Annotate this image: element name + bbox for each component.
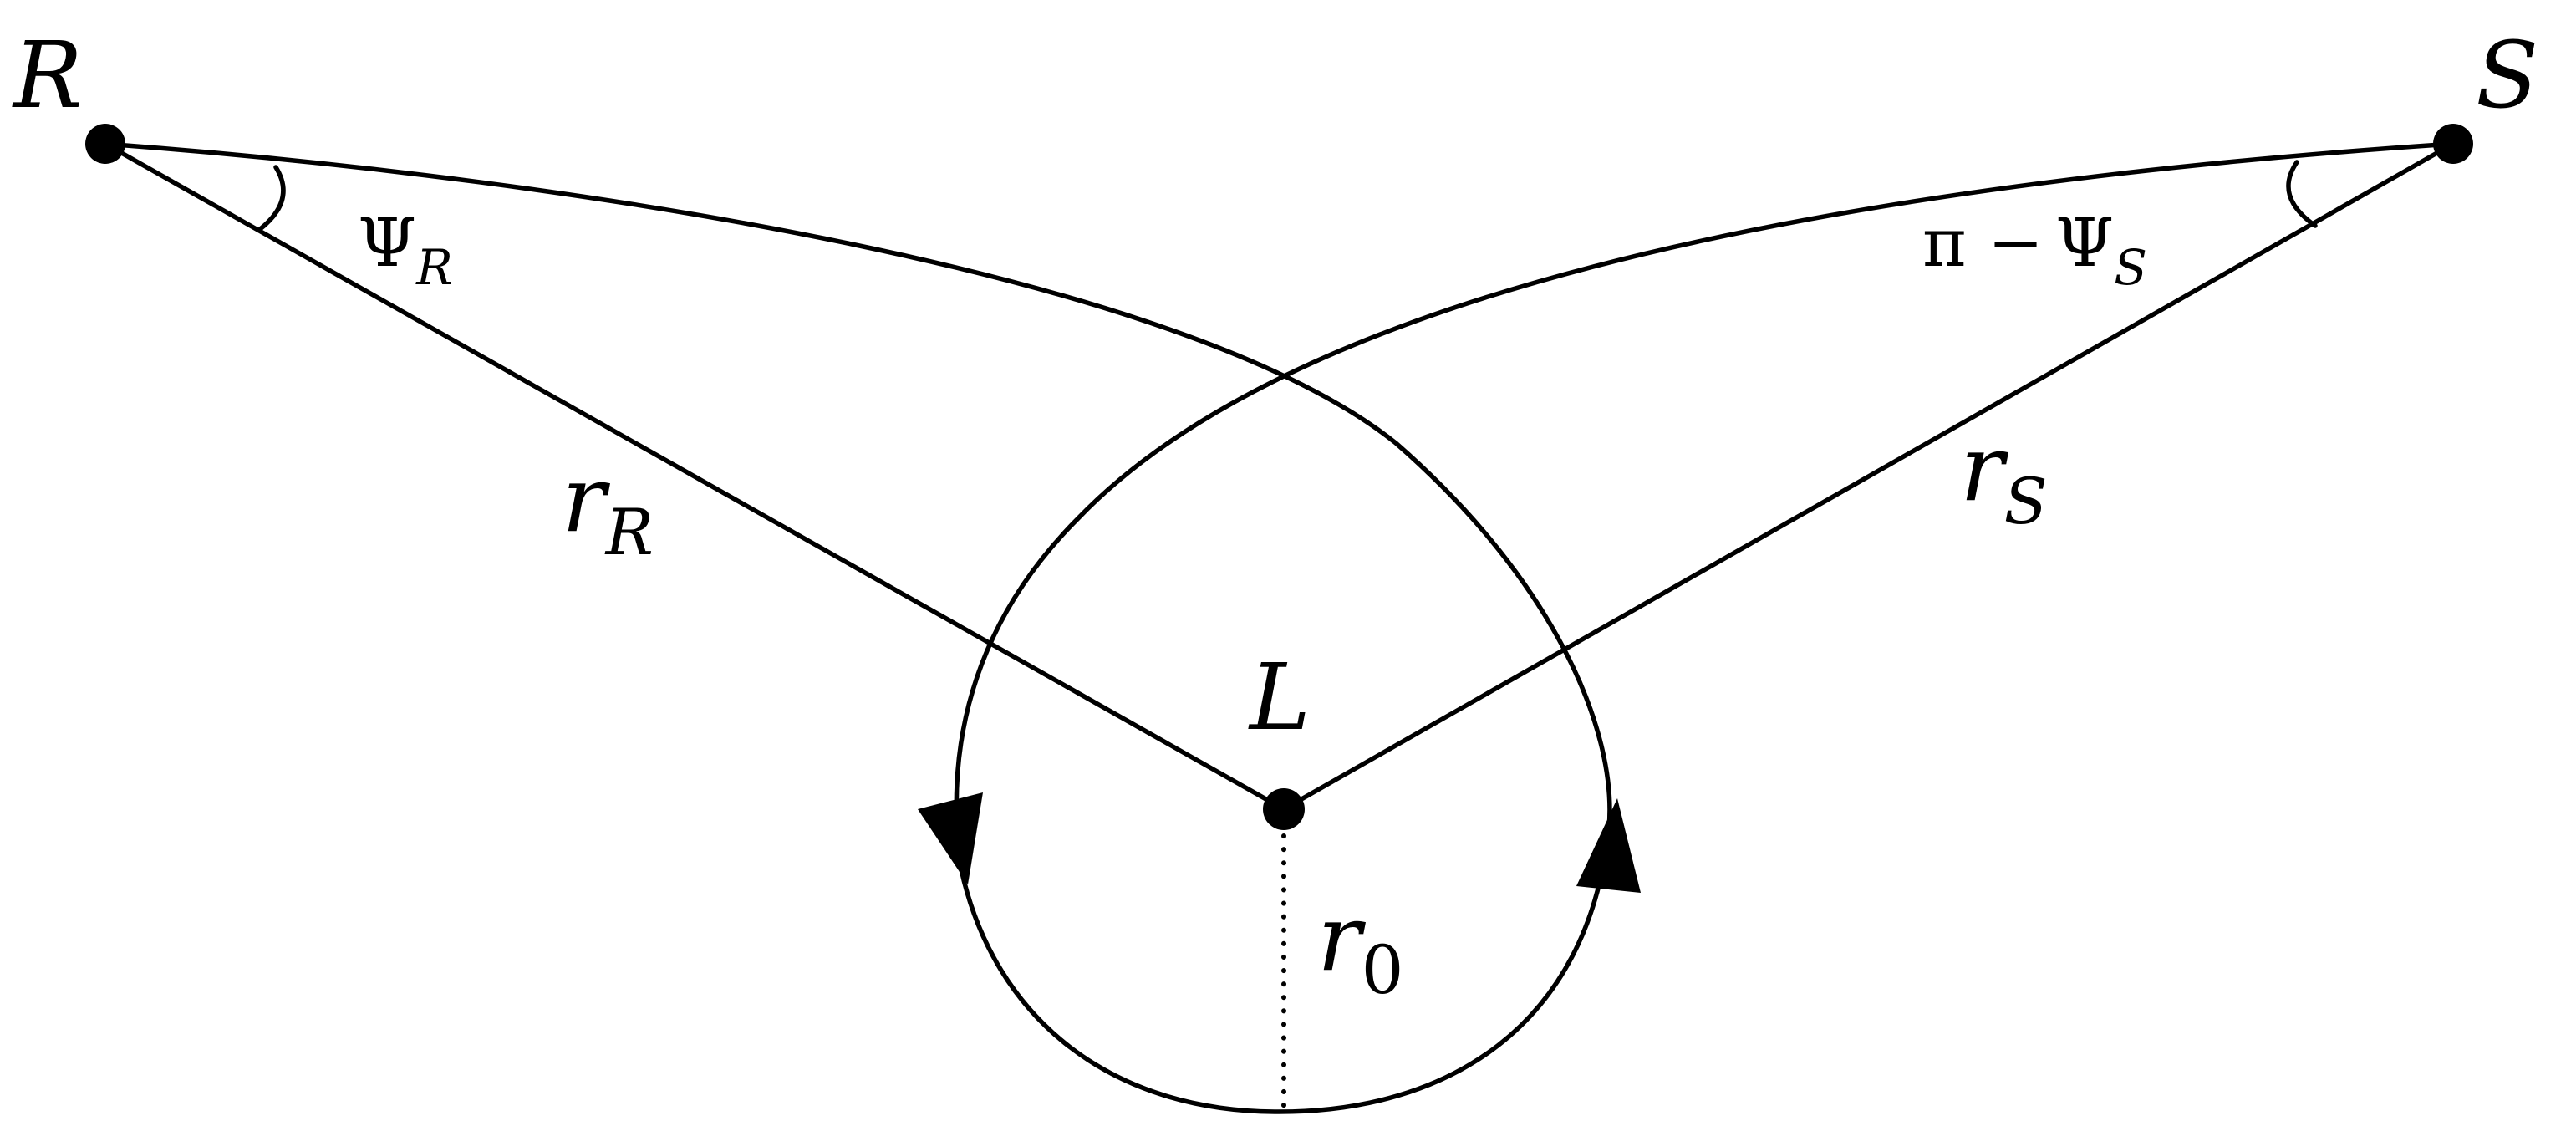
point-L bbox=[1263, 788, 1305, 830]
light-path-curve bbox=[103, 141, 2456, 1114]
arrow-down-icon bbox=[918, 792, 983, 884]
label-S: S bbox=[2476, 22, 2538, 129]
line-L-to-S bbox=[1281, 141, 2456, 812]
arrow-up-icon bbox=[1576, 798, 1641, 893]
label-psi-r: ΨR bbox=[358, 204, 453, 296]
label-r-r: rR bbox=[562, 446, 654, 569]
angle-arc-psi-r bbox=[257, 165, 286, 232]
line-R-to-L bbox=[103, 141, 1286, 812]
label-R: R bbox=[12, 22, 83, 129]
point-R bbox=[85, 124, 125, 164]
label-pi-minus-psi-s: π −ΨS bbox=[1922, 204, 2147, 296]
label-r-s: rS bbox=[1960, 415, 2048, 538]
label-L: L bbox=[1248, 644, 1311, 751]
point-S bbox=[2433, 124, 2473, 164]
label-r-0: r0 bbox=[1317, 884, 1404, 1009]
angle-arc-psi-s bbox=[2286, 160, 2318, 228]
